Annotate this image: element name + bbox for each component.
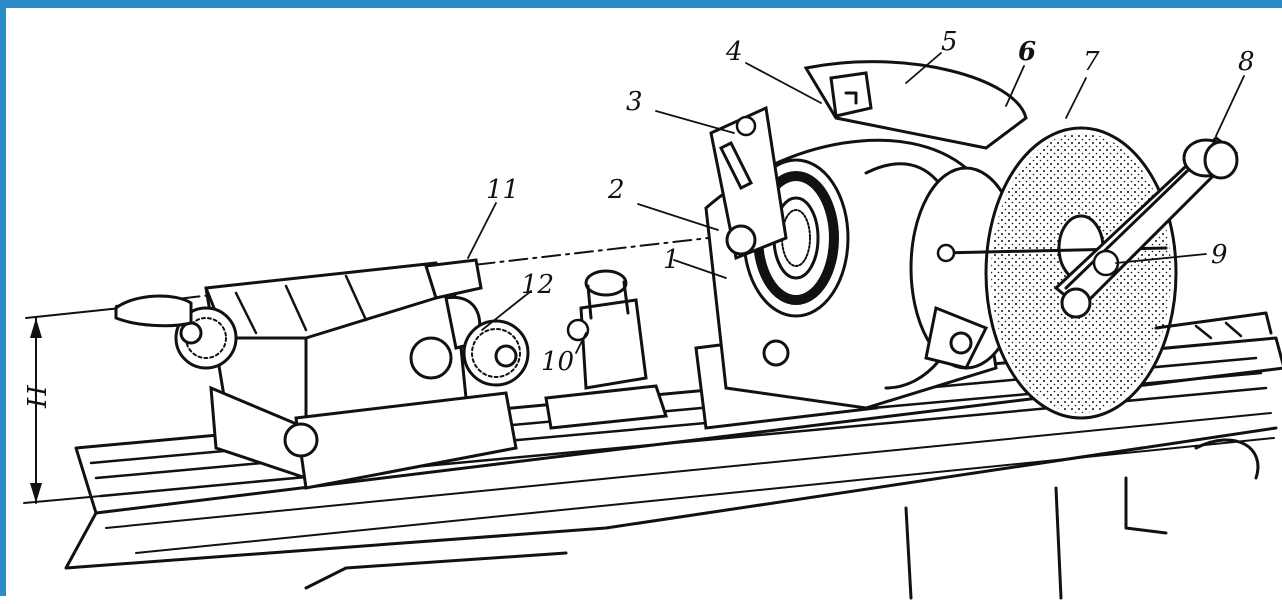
callout-2: 2	[607, 175, 625, 205]
callout-9: 9	[1211, 240, 1228, 270]
callout-8: 8	[1238, 47, 1255, 77]
callout-12: 12	[521, 270, 554, 300]
callout-5: 5	[941, 27, 958, 57]
height-dimension	[23, 307, 122, 504]
leader-lines	[467, 52, 1245, 354]
callouts: 1 2 3 4 5 6 7 8 9 10 11 12 H	[23, 27, 1255, 409]
callout-1: 1	[663, 245, 680, 275]
callout-7: 7	[1083, 47, 1100, 77]
callout-6: 6	[1018, 37, 1036, 67]
callout-h: H	[23, 384, 53, 409]
tailstock	[114, 258, 518, 490]
callout-10: 10	[541, 347, 574, 377]
callout-3: 3	[626, 87, 643, 117]
callout-11: 11	[486, 175, 519, 205]
dividing-head-drawing: 1 2 3 4 5 6 7 8 9 10 11 12 H	[23, 27, 1282, 600]
support-jack	[544, 269, 669, 430]
knurled-knob	[462, 319, 530, 387]
callout-4: 4	[725, 37, 743, 67]
index-plate-assembly	[909, 126, 1273, 420]
